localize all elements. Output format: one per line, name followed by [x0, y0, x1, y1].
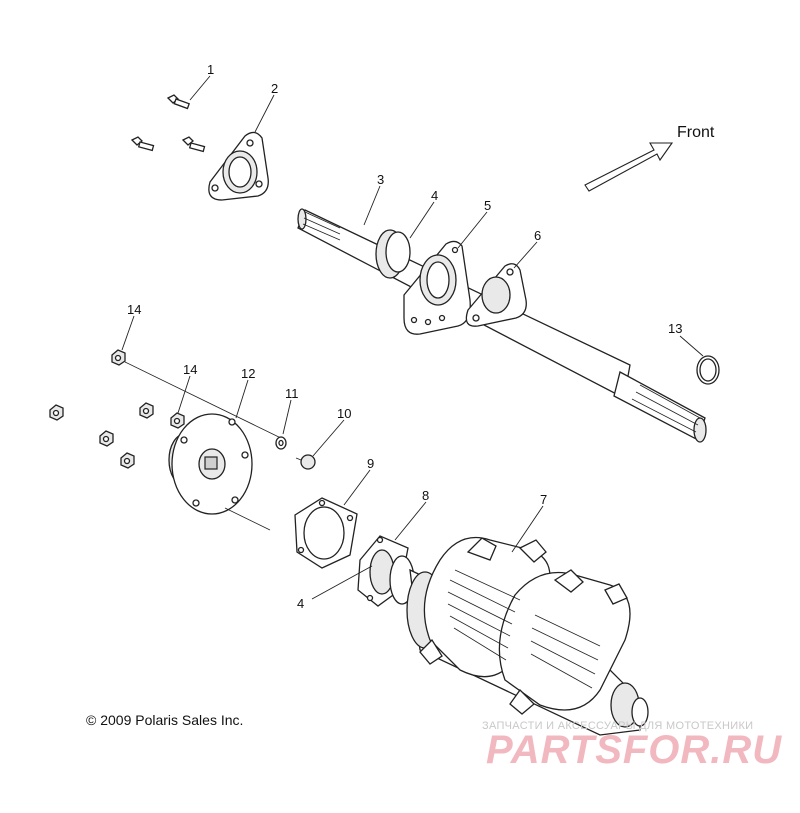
- o-ring-part-13: [696, 355, 720, 385]
- callout-12: 12: [241, 366, 255, 381]
- bearing-flange-part-8: [357, 535, 415, 607]
- drive-sprocket-part-7: [406, 536, 649, 736]
- callout-9: 9: [367, 456, 374, 471]
- callout-6: 6: [534, 228, 541, 243]
- callout-7: 7: [540, 492, 547, 507]
- bolt-part-1: [130, 94, 206, 153]
- watermark-tagline: ЗАПЧАСТИ И АКСЕССУАРЫ ДЛЯ МОТОТЕХНИКИ: [482, 720, 754, 732]
- callout-4-lower: 4: [297, 596, 304, 611]
- front-arrow-icon: [584, 142, 674, 192]
- flange-part-6: [465, 263, 527, 327]
- gasket-part-9: [294, 497, 358, 569]
- watermark-logo: PARTSFOR.RU: [486, 728, 783, 772]
- drive-shaft-part-3: [297, 208, 707, 443]
- hub-plate-part-12: [168, 413, 271, 531]
- bearing-part-4: [375, 229, 411, 279]
- callout-10: 10: [337, 406, 351, 421]
- front-label: Front: [677, 124, 715, 141]
- callout-8: 8: [422, 488, 429, 503]
- bearing-housing-part-5: [403, 240, 471, 335]
- callout-5: 5: [484, 198, 491, 213]
- callout-4-upper: 4: [431, 188, 438, 203]
- callout-13: 13: [668, 321, 682, 336]
- callout-2: 2: [271, 81, 278, 96]
- callout-14-lower: 14: [183, 362, 197, 377]
- flange-plate-part-2: [208, 131, 269, 201]
- callout-1: 1: [207, 62, 214, 77]
- callout-14-upper: 14: [127, 302, 141, 317]
- nuts-part-14: [49, 349, 286, 469]
- callout-leaders: [121, 75, 704, 600]
- copyright-text: © 2009 Polaris Sales Inc.: [86, 712, 244, 728]
- callout-11: 11: [285, 386, 299, 401]
- washer-part-11: [275, 436, 287, 450]
- callout-3: 3: [377, 172, 384, 187]
- pin-part-10: [295, 454, 316, 470]
